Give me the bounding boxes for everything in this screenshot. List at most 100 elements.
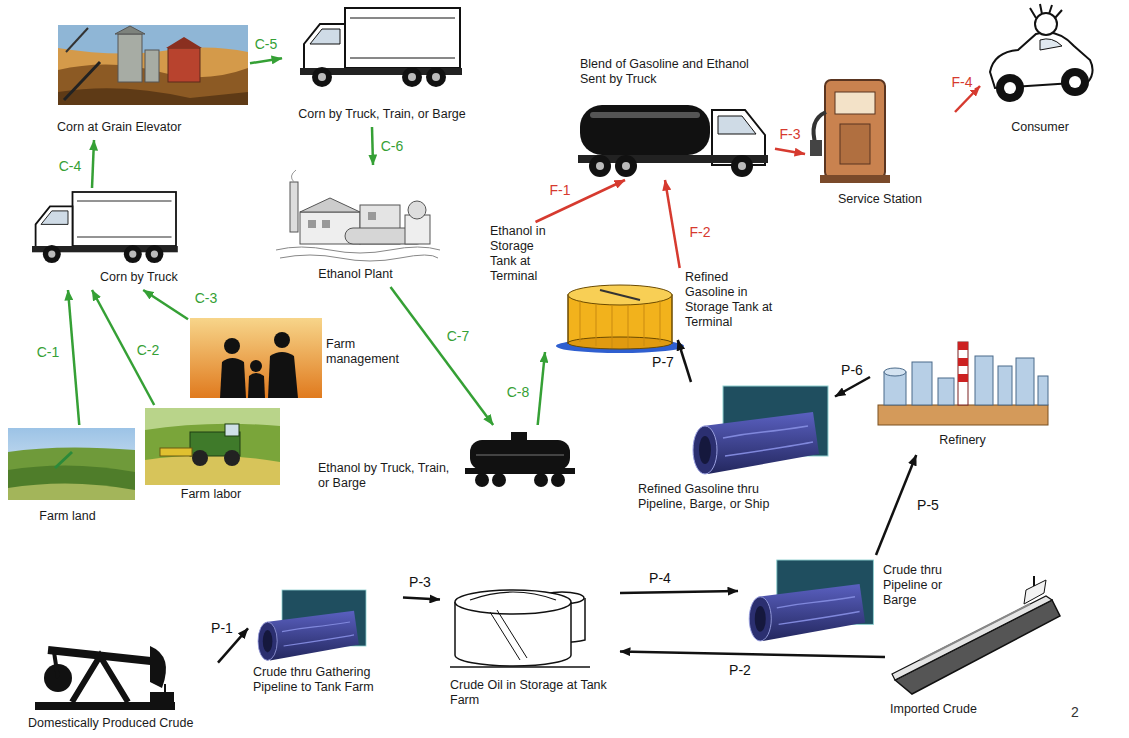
caption-area: Refined Gasoline in Storage Tank at Term…	[685, 270, 773, 330]
flow-step-label: C-6	[379, 138, 406, 154]
oil-tanker-ship-icon	[895, 600, 1060, 694]
refinery-icon	[958, 342, 968, 405]
grain-elevator-painting	[64, 62, 100, 100]
illustrated-node: Farm labor	[140, 405, 282, 504]
illustrated-node: Crude thru Pipeline or Barge	[738, 555, 968, 645]
farm-labor-photo	[225, 424, 239, 436]
caption-area: Refined Gasoline thru Pipeline, Barge, o…	[638, 482, 788, 512]
flow-step-label: F-2	[688, 224, 713, 240]
node-caption: Corn by Truck	[100, 270, 188, 285]
tanker-truck-icon	[589, 155, 611, 177]
oil-tanker-ship-icon	[920, 604, 1030, 660]
illustrated-node: Refined Gasoline in Storage Tank at Term…	[590, 268, 785, 340]
terminal-storage-tank	[556, 285, 684, 353]
caption-area: Service Station	[805, 192, 955, 207]
caption-area: Ethanol Plant	[268, 267, 443, 282]
flow-arrow	[835, 377, 870, 397]
node-caption: Ethanol Plant	[268, 267, 443, 282]
ethanol-plant-icon	[322, 220, 330, 228]
farm-management-photo	[190, 318, 322, 398]
tanker-truck-icon	[580, 105, 710, 155]
illustrated-node: Blend of Gasoline and Ethanol Sent by Tr…	[575, 55, 775, 180]
illustrated-node: Corn by Truck	[28, 188, 188, 290]
node-caption: Refined Gasoline in Storage Tank at Term…	[685, 270, 773, 330]
farm-labor-photo	[145, 408, 280, 430]
refinery-icon	[878, 405, 1048, 425]
consumer-car-cartoon	[990, 4, 1093, 102]
rail-tank-car-icon	[534, 473, 548, 487]
grain-elevator-painting	[58, 25, 248, 105]
pumpjack-icon	[35, 702, 175, 710]
caption-area: Domestically Produced Crude	[28, 716, 218, 731]
rail-tank-car-icon	[511, 432, 527, 442]
pipeline-icon	[749, 560, 873, 641]
grain-elevator-painting	[58, 88, 248, 105]
pumpjack-icon	[35, 646, 175, 710]
caption-area: Ethanol by Truck, Train, or Barge	[318, 461, 453, 491]
flow-arrow	[403, 597, 440, 599]
ethanol-plant-icon	[408, 201, 426, 219]
refinery-icon	[912, 362, 932, 405]
terminal-storage-tank	[568, 337, 672, 349]
ethanol-plant-icon	[280, 255, 438, 261]
farm-land-photo	[8, 428, 135, 500]
farm-labor-photo	[145, 408, 280, 485]
terminal-storage-tank	[568, 285, 672, 305]
refinery-icon	[975, 356, 993, 405]
illustrated-node: Crude Oil in Storage at Tank Farm	[440, 580, 620, 710]
flow-arrow	[620, 591, 738, 593]
node-caption: Crude thru Pipeline or Barge	[883, 563, 965, 608]
flow-step-label: P-5	[915, 497, 941, 513]
tanker-truck-icon	[596, 162, 604, 170]
ethanol-plant-icon	[368, 212, 376, 220]
refinery-icon	[1016, 358, 1034, 405]
refinery-icon	[1038, 376, 1048, 405]
flow-arrow	[678, 340, 691, 382]
flow-arrow	[68, 290, 79, 425]
terminal-storage-tank	[580, 300, 660, 348]
caption-area: Farm land	[5, 509, 130, 524]
farm-land-photo	[8, 428, 135, 500]
caption-area: Consumer	[980, 120, 1100, 135]
illustrated-node: Refinery	[870, 335, 1055, 455]
flow-step-label: F-3	[778, 126, 803, 142]
pipeline-icon	[258, 590, 366, 660]
flow-step-label: C-3	[193, 290, 220, 306]
illustrated-node: Crude thru Gathering Pipeline to Tank Fa…	[248, 585, 403, 709]
caption-area: Crude thru Pipeline or Barge	[883, 563, 965, 608]
consumer-car-cartoon	[1030, 4, 1062, 18]
tanker-truck-icon	[718, 116, 756, 134]
node-caption: Corn at Grain Elevator	[57, 120, 227, 135]
oil-tanker-ship-icon	[892, 596, 1052, 680]
ethanol-plant-icon	[276, 170, 440, 261]
gas-pump-icon	[825, 80, 885, 178]
page-number: 2	[1071, 704, 1079, 720]
terminal-storage-tank	[600, 290, 640, 300]
tanker-truck-icon	[578, 105, 768, 177]
illustrated-node: Service Station	[805, 70, 955, 210]
tank-farm-icon	[490, 610, 527, 660]
refinery-icon	[958, 342, 968, 350]
node-caption: Ethanol by Truck, Train, or Barge	[318, 461, 453, 491]
node-caption: Corn by Truck, Train, or Barge	[282, 107, 482, 122]
ethanol-plant-icon	[308, 220, 316, 228]
node-caption: Domestically Produced Crude	[28, 716, 218, 731]
node-caption: Service Station	[805, 192, 955, 207]
gas-pump-icon	[835, 92, 875, 114]
consumer-car-cartoon	[1069, 76, 1081, 88]
flow-step-label: P-1	[209, 620, 235, 636]
caption-area: Crude thru Gathering Pipeline to Tank Fa…	[253, 665, 398, 695]
corn-truck-icon	[32, 192, 178, 263]
grain-elevator-painting	[66, 28, 88, 52]
node-caption: Refinery	[870, 433, 1055, 448]
node-caption: Farm management	[326, 337, 411, 367]
flow-step-label: P-2	[727, 662, 753, 678]
oil-tanker-ship-icon	[892, 576, 1060, 694]
pumpjack-icon	[72, 656, 128, 702]
flow-step-label: F-1	[548, 182, 573, 198]
tanker-truck-icon	[590, 112, 700, 118]
illustrated-node: Ethanol in Storage Tank at Terminal	[488, 222, 583, 352]
node-caption: Imported Crude	[890, 702, 1040, 717]
pumpjack-icon	[48, 650, 160, 662]
